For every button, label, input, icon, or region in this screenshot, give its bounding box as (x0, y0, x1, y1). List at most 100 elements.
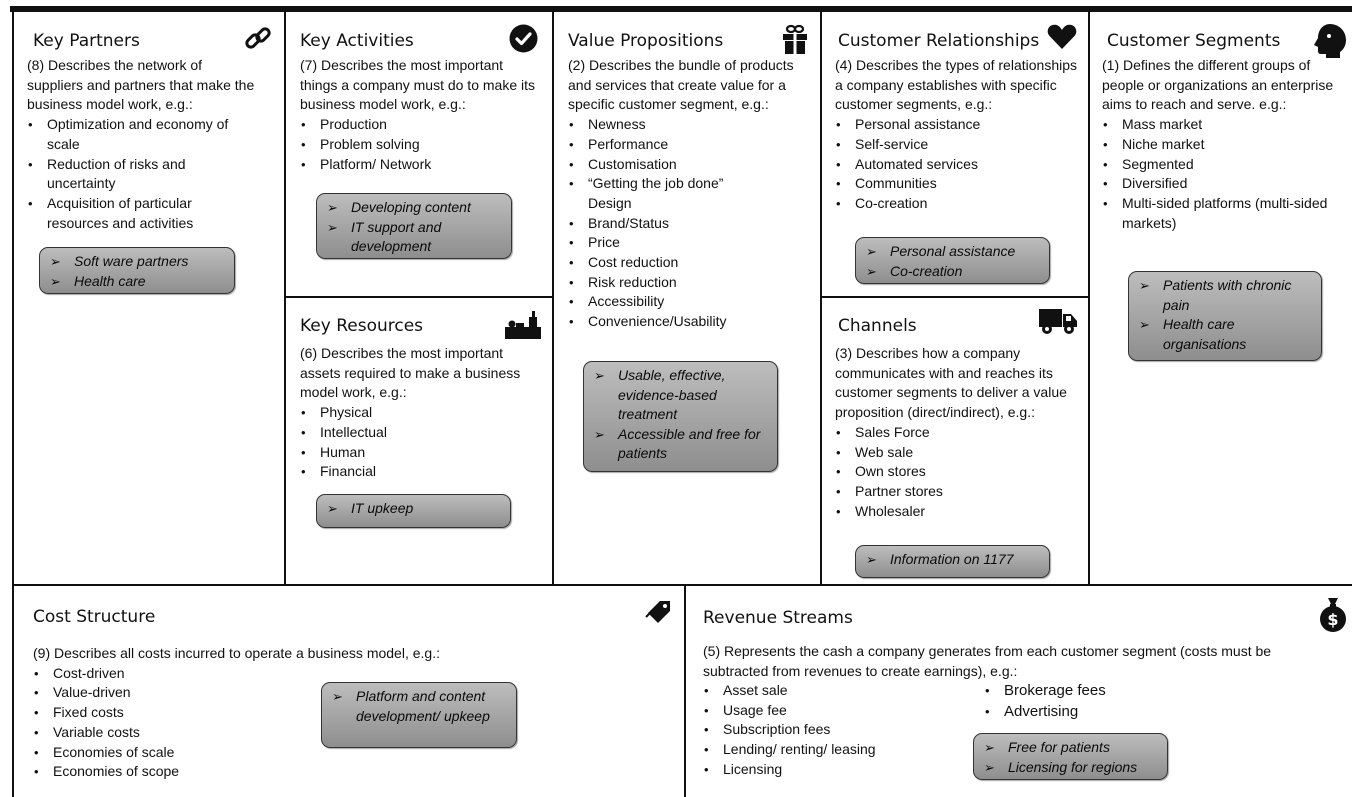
customer-relationships-list: Personal assistance Self-service Automat… (835, 115, 1081, 214)
list-item: Customisation (568, 155, 804, 175)
list-item: Co-creation (835, 194, 1081, 214)
gift-icon (782, 24, 808, 59)
revenue-streams-right-list: Brokerage fees Advertising (984, 680, 1184, 722)
channels-description: (3) Describes how a company communicates… (835, 344, 1081, 521)
customer-segments-intro: (1) Defines the different groups of peop… (1102, 57, 1334, 113)
customer-segments-description: (1) Defines the different groups of peop… (1102, 56, 1348, 233)
list-item: Own stores (835, 462, 1081, 482)
list-item: Wholesaler (835, 502, 1081, 522)
key-resources-title: Key Resources (300, 316, 424, 336)
list-item: Financial (300, 462, 536, 482)
list-item: Problem solving (300, 135, 540, 155)
cost-structure-title: Cost Structure (33, 607, 156, 627)
revenue-streams-description: (5) Represents the cash a company genera… (703, 642, 1323, 681)
list-item: Advertising (984, 701, 1184, 722)
key-resources-description: (6) Describes the most important assets … (300, 344, 536, 482)
callout-item: Platform and content development/ upkeep (332, 687, 510, 726)
top-border (10, 6, 1352, 12)
list-item: Human (300, 443, 536, 463)
key-activities-list: Production Problem solving Platform/ Net… (300, 115, 540, 174)
list-item: Cost-driven (33, 664, 553, 684)
list-item: Performance (568, 135, 804, 155)
factory-worker-icon (505, 307, 541, 344)
callout-item: Health care (50, 272, 228, 292)
list-item: Web sale (835, 443, 1081, 463)
callout-item: Licensing for regions (984, 758, 1161, 778)
list-item: Physical (300, 403, 536, 423)
list-item: Brokerage fees (984, 680, 1184, 701)
person-head-icon (1312, 23, 1348, 64)
svg-text:$: $ (1327, 610, 1338, 629)
key-resources-list: Physical Intellectual Human Financial (300, 403, 536, 482)
list-item: Fixed costs (33, 703, 553, 723)
list-item: Personal assistance (835, 115, 1081, 135)
channels-callout: Information on 1177 (855, 545, 1050, 578)
value-propositions-list: Newness Performance Customisation “Getti… (568, 115, 804, 332)
list-item: Platform/ Network (300, 155, 540, 175)
callout-item: Co-creation (866, 262, 1043, 282)
callout-item: Personal assistance (866, 242, 1043, 262)
list-item: Cost reduction (568, 253, 804, 273)
list-item: Convenience/Usability (568, 312, 804, 332)
list-item: Brand/Status (568, 214, 804, 234)
customer-segments-callout: Patients with chronic pain Health care o… (1128, 271, 1322, 361)
callout-item: Free for patients (984, 738, 1161, 758)
list-item: Automated services (835, 155, 1081, 175)
cost-structure-list: Cost-driven Value-driven Fixed costs Var… (33, 664, 553, 782)
list-item: Intellectual (300, 423, 536, 443)
key-partners-description: (8) Describes the network of suppliers a… (27, 56, 257, 233)
list-item: Self-service (835, 135, 1081, 155)
money-bag-icon: $ (1318, 596, 1348, 637)
key-partners-block (12, 10, 286, 586)
list-item: “Getting the job done” Design (568, 174, 804, 213)
callout-item: Information on 1177 (866, 550, 1043, 570)
list-item: Variable costs (33, 723, 553, 743)
list-item: Value-driven (33, 683, 553, 703)
list-item: Communities (835, 174, 1081, 194)
cost-structure-callout: Platform and content development/ upkeep (321, 682, 517, 748)
key-resources-intro: (6) Describes the most important assets … (300, 345, 521, 401)
key-activities-intro: (7) Describes the most important things … (300, 57, 535, 113)
list-item: Economies of scale (33, 743, 553, 763)
key-partners-list: Optimization and economy of scale Reduct… (27, 115, 257, 233)
value-propositions-intro: (2) Describes the bundle of products and… (568, 57, 794, 113)
customer-segments-title: Customer Segments (1107, 31, 1281, 51)
customer-segments-list: Mass market Niche market Segmented Diver… (1102, 115, 1348, 233)
truck-icon (1039, 309, 1077, 340)
channels-intro: (3) Describes how a company communicates… (835, 345, 1067, 421)
list-item: Production (300, 115, 540, 135)
list-item: Asset sale (703, 681, 963, 701)
list-item: Sales Force (835, 423, 1081, 443)
heart-icon (1047, 24, 1077, 55)
key-activities-title: Key Activities (300, 31, 414, 51)
list-item: Risk reduction (568, 273, 804, 293)
customer-relationships-title: Customer Relationships (838, 31, 1040, 51)
list-item: Reduction of risks and uncertainty (27, 155, 257, 194)
revenue-streams-left-list: Asset sale Usage fee Subscription fees L… (703, 681, 963, 780)
callout-item: Health care organisations (1139, 315, 1315, 354)
list-item: Licensing (703, 760, 963, 780)
callout-item: IT support and development (327, 218, 505, 257)
cost-structure-description: (9) Describes all costs incurred to oper… (33, 644, 553, 782)
callout-item: Accessible and free for patients (594, 425, 771, 464)
key-resources-callout: IT upkeep (316, 494, 511, 528)
customer-relationships-description: (4) Describes the types of relationships… (835, 56, 1081, 214)
callout-item: Patients with chronic pain (1139, 276, 1315, 315)
list-item: Multi-sided platforms (multi-sided marke… (1102, 194, 1348, 233)
list-item: Mass market (1102, 115, 1348, 135)
key-partners-intro: (8) Describes the network of suppliers a… (27, 57, 255, 113)
callout-item: IT upkeep (327, 499, 504, 519)
list-item: Partner stores (835, 482, 1081, 502)
channels-list: Sales Force Web sale Own stores Partner … (835, 423, 1081, 522)
key-partners-callout: Soft ware partners Health care (39, 247, 235, 294)
link-icon (244, 24, 272, 57)
cost-structure-intro: (9) Describes all costs incurred to oper… (33, 645, 440, 661)
list-item: Price (568, 233, 804, 253)
list-item: Lending/ renting/ leasing (703, 740, 963, 760)
list-item: Subscription fees (703, 720, 963, 740)
revenue-streams-intro: (5) Represents the cash a company genera… (703, 643, 1272, 679)
list-item: Segmented (1102, 155, 1348, 175)
list-item: Economies of scope (33, 762, 553, 782)
callout-item: Developing content (327, 198, 505, 218)
